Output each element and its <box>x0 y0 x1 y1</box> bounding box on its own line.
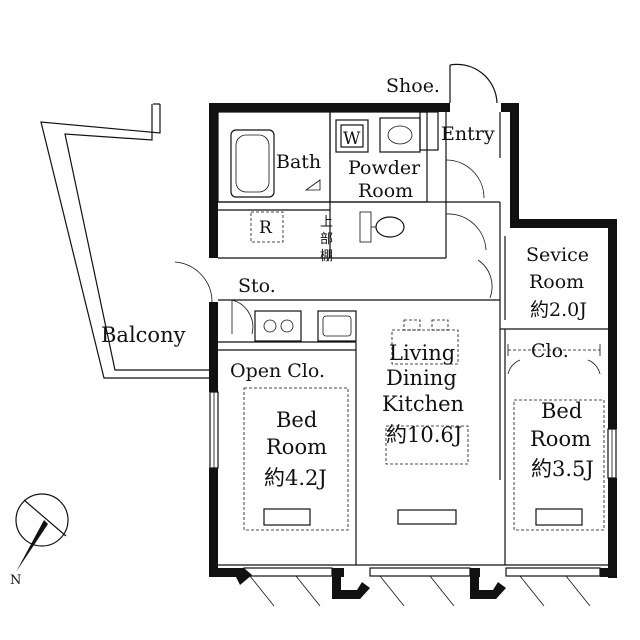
ldk-label-2: Dining <box>386 366 457 390</box>
washer-box <box>335 119 369 153</box>
powder-label-2: Room <box>358 180 413 202</box>
fridge-space <box>250 211 284 243</box>
exterior-walls <box>209 103 617 599</box>
service-room-label-2: Room <box>529 271 584 293</box>
dining-table-dashed <box>391 319 459 365</box>
balcony-label: Balcony <box>101 323 186 347</box>
kitchen-counter <box>254 310 357 342</box>
powder-w-label: W <box>343 129 361 149</box>
upper-shelf-label-1: 上 <box>320 215 333 230</box>
storage-label: Sto. <box>238 275 276 297</box>
ldk-size-label: 約10.6J <box>386 423 462 447</box>
closet-rail <box>507 344 601 356</box>
powder-sink <box>379 117 421 153</box>
room-labels: Shoe. Entry Bath W Powder Room R 上 部 棚 S… <box>101 75 594 490</box>
closet-label: Clo. <box>531 340 569 362</box>
fridge-label: R <box>259 218 273 238</box>
windows <box>209 391 617 607</box>
open-closet-label: Open Clo. <box>230 360 325 382</box>
service-room-label-1: Sevice <box>526 244 589 266</box>
bed-right-label-1: Bed <box>541 399 582 423</box>
entry-label: Entry <box>441 123 495 145</box>
doors <box>174 63 601 375</box>
ldk-label-1: Living <box>389 341 455 365</box>
service-room-size-label: 約2.0J <box>530 299 587 321</box>
bed-left-label-2: Room <box>266 435 327 459</box>
balcony-area <box>40 103 211 379</box>
sofa-dashed <box>385 425 469 465</box>
bathtub <box>230 129 321 198</box>
toilet <box>359 211 405 243</box>
upper-shelf-label-3: 棚 <box>320 249 333 264</box>
upper-shelf-label-2: 部 <box>320 232 333 247</box>
bed-right <box>513 399 605 531</box>
north-arrow-icon: N <box>10 493 69 588</box>
tv-board <box>397 509 457 525</box>
bed-left-size-label: 約4.2J <box>264 466 327 490</box>
bed-right-size-label: 約3.5J <box>531 457 594 481</box>
storage-door <box>231 299 254 335</box>
shoe-label: Shoe. <box>386 75 440 97</box>
powder-label-1: Powder <box>348 157 421 179</box>
bath-label: Bath <box>276 151 321 173</box>
svg-text:N: N <box>10 573 21 588</box>
bed-left <box>243 387 349 531</box>
bed-right-label-2: Room <box>530 427 591 451</box>
interior-walls <box>217 111 608 566</box>
bed-left-label-1: Bed <box>276 408 317 432</box>
ldk-label-3: Kitchen <box>382 392 464 416</box>
